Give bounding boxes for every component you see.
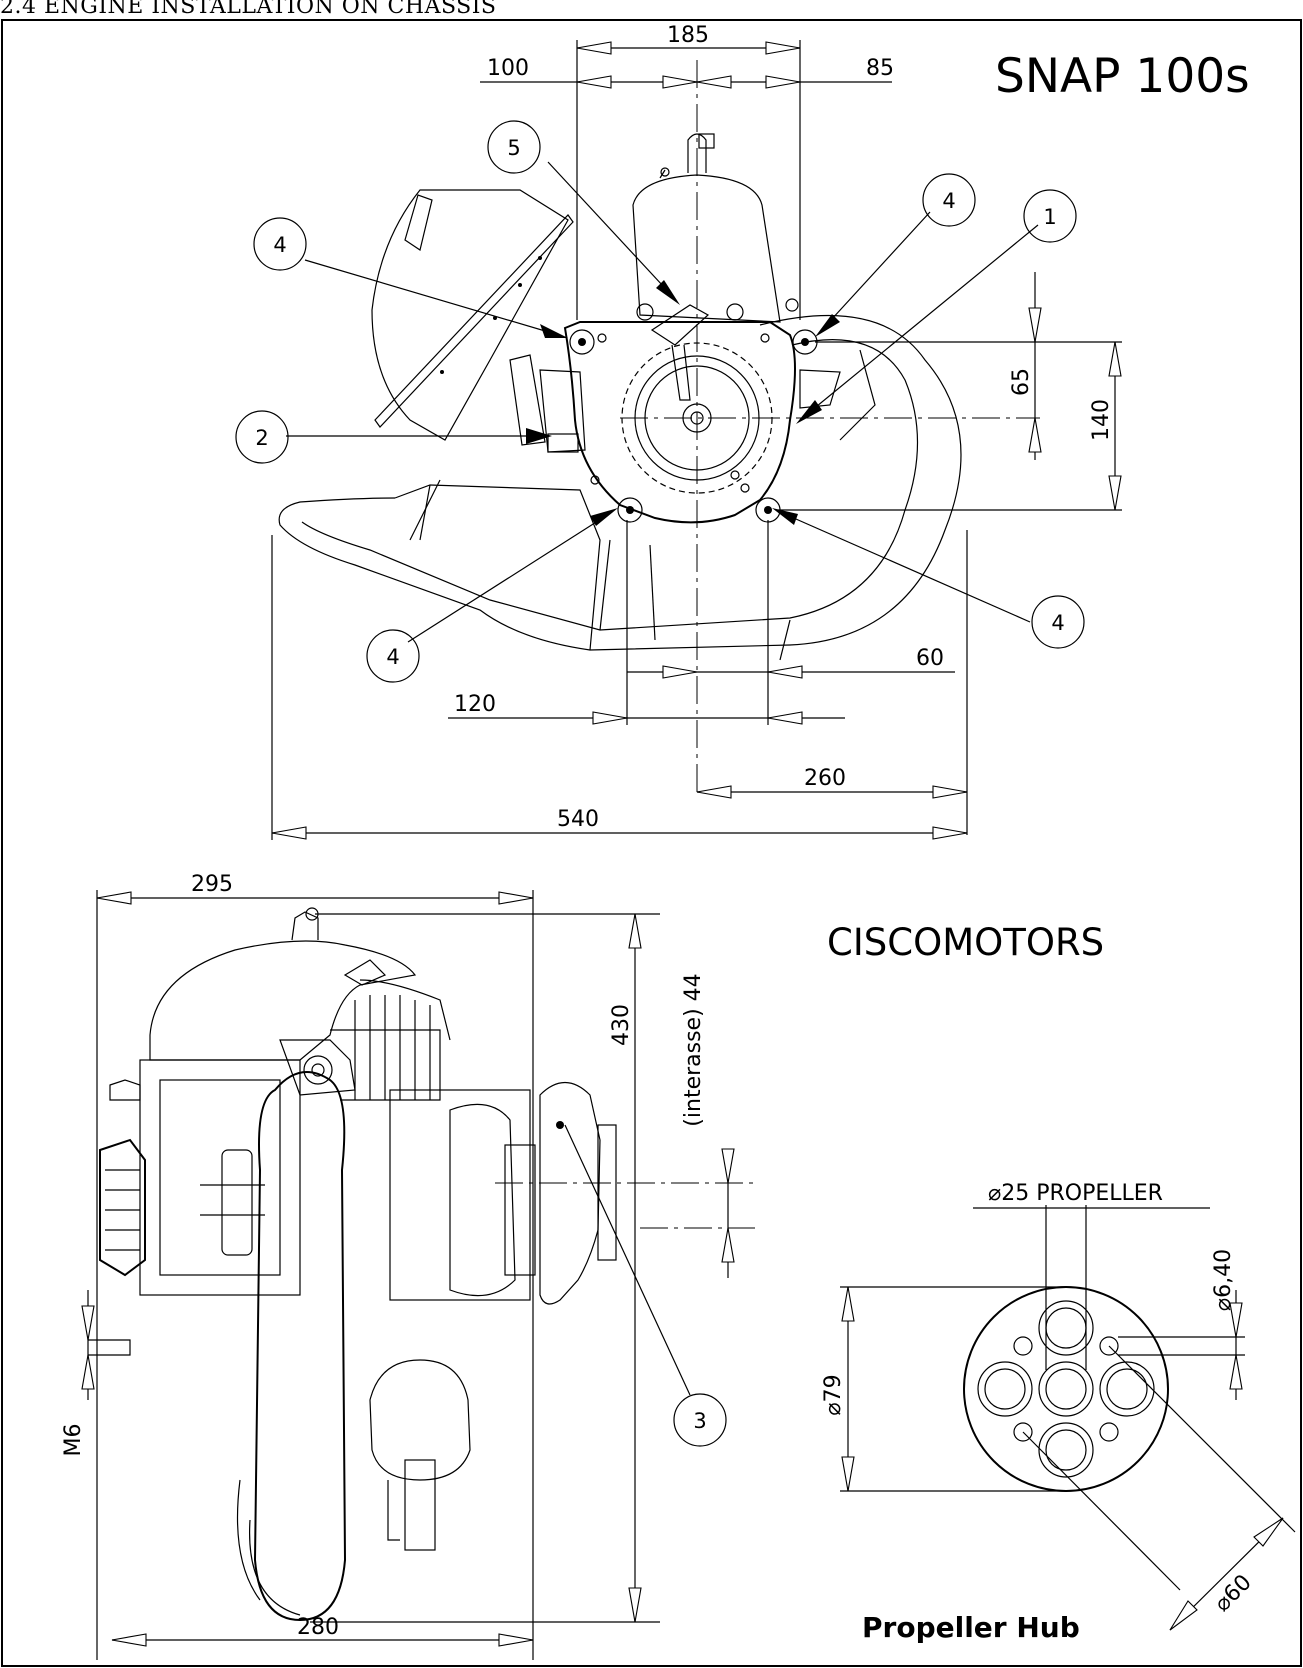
svg-text:430: 430 (609, 1004, 634, 1046)
dimension-140: 140 (778, 341, 1122, 511)
svg-text:260: 260 (804, 766, 846, 791)
propeller-hub: ⌀25 PROPELLER ⌀6,40 ⌀79 ⌀60 (821, 1181, 1296, 1631)
callout-4-top-left: 4 (253, 217, 307, 271)
svg-text:4: 4 (942, 189, 955, 213)
dimension-85: 85 (696, 56, 894, 89)
air-intake (371, 189, 574, 441)
hub-disc (963, 1286, 1169, 1492)
front-leaders (286, 161, 1039, 643)
callout-4-bottom-left: 4 (366, 629, 420, 683)
dimension-hole: ⌀6,40 (1118, 1249, 1245, 1400)
front-view: 5 4 4 1 2 4 4 (235, 23, 1122, 840)
section-heading: 2.4 ENGINE INSTALLATION ON CHASSIS (0, 0, 497, 19)
callout-2: 2 (235, 410, 289, 464)
svg-text:295: 295 (191, 872, 233, 897)
svg-text:60: 60 (916, 646, 944, 671)
svg-text:4: 4 (273, 233, 286, 257)
dimension-540: 540 (271, 535, 968, 840)
dimension-100: 100 (480, 56, 698, 89)
dimension-430: 430 (310, 913, 660, 1623)
svg-text:280: 280 (297, 1615, 339, 1640)
svg-text:185: 185 (667, 23, 709, 48)
svg-text:⌀60: ⌀60 (1210, 1570, 1257, 1617)
drawing-frame (1, 19, 1302, 1667)
dimension-295: 295 (96, 872, 534, 1660)
svg-text:M6: M6 (61, 1424, 86, 1457)
callout-3: 3 (673, 1393, 727, 1447)
side-view: 3 295 280 430 (61, 872, 755, 1660)
svg-text:(interasse) 44: (interasse) 44 (681, 973, 706, 1126)
svg-text:120: 120 (454, 692, 496, 717)
dimension-interaxis-44: (interasse) 44 (681, 973, 735, 1278)
svg-text:1: 1 (1043, 205, 1056, 229)
hub-title: Propeller Hub (862, 1611, 1080, 1644)
svg-text:4: 4 (386, 645, 399, 669)
callout-1: 1 (1023, 189, 1077, 243)
svg-text:2: 2 (255, 426, 268, 450)
svg-text:65: 65 (1009, 368, 1034, 396)
dimension-m6: M6 (61, 1290, 95, 1457)
svg-text:5: 5 (507, 136, 520, 160)
model-title: SNAP 100s (995, 49, 1250, 104)
svg-text:540: 540 (557, 807, 599, 832)
cylinder (632, 133, 781, 323)
svg-text:140: 140 (1089, 399, 1114, 441)
svg-text:⌀79: ⌀79 (821, 1374, 846, 1415)
callout-4-top-right: 4 (922, 173, 976, 227)
dimension-outer: ⌀79 (821, 1286, 1066, 1492)
dimension-185: 185 (576, 23, 801, 320)
dimension-65: 65 (815, 272, 1042, 460)
svg-text:3: 3 (693, 1409, 706, 1433)
callout-4-bottom-right: 4 (1031, 595, 1085, 649)
svg-text:⌀6,40: ⌀6,40 (1211, 1249, 1236, 1311)
carburetor (509, 354, 586, 453)
svg-text:100: 100 (487, 56, 529, 81)
svg-text:⌀25 PROPELLER: ⌀25 PROPELLER (988, 1181, 1163, 1206)
svg-text:85: 85 (866, 56, 894, 81)
brand-title: CISCOMOTORS (827, 921, 1104, 964)
callout-5: 5 (487, 120, 541, 174)
dimension-280: 280 (111, 1615, 534, 1647)
crankcase (563, 298, 799, 524)
dimension-260: 260 (696, 530, 968, 835)
dimension-bolt-circle: ⌀60 (1022, 1345, 1296, 1631)
svg-text:4: 4 (1051, 611, 1064, 635)
dimension-60: 60 (626, 520, 955, 725)
dimension-bore: ⌀25 PROPELLER (973, 1181, 1210, 1370)
dimension-120: 120 (448, 692, 845, 725)
exhaust-pipe (278, 315, 962, 661)
